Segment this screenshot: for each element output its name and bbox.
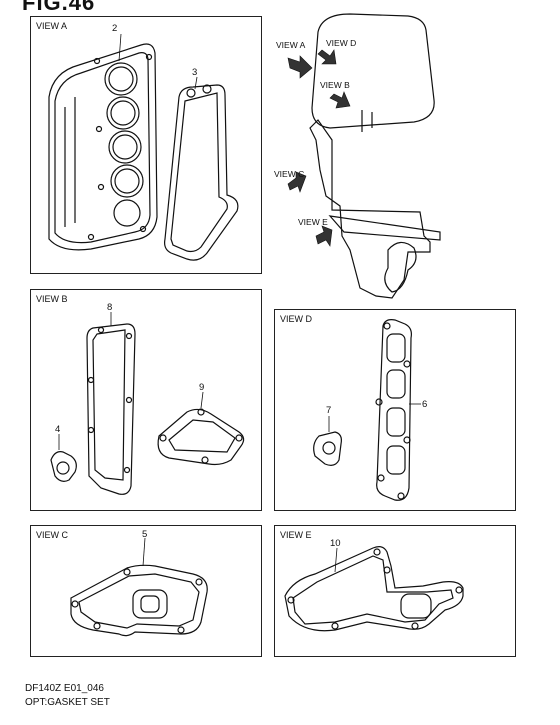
view-e-drawing: 10 [284,538,464,632]
arrow-label-view-a: VIEW A [276,40,306,50]
engine-cowling [311,13,435,129]
view-d-label: VIEW D [280,314,313,324]
view-a-drawing: 2 3 [48,23,239,261]
arrow-view-d [317,49,337,65]
callout-4: 4 [55,424,60,435]
callout-7: 7 [326,405,331,416]
panel-view-b: VIEW B 8 4 9 [30,289,262,511]
arrow-view-e [315,225,333,247]
callout-5: 5 [142,529,147,540]
view-e-label: VIEW E [280,530,312,540]
view-b-drawing: 8 4 9 [50,302,245,495]
callout-6: 6 [422,399,427,410]
callout-9: 9 [199,382,204,393]
callout-10: 10 [330,538,341,549]
view-a-label: VIEW A [36,21,68,31]
figure-title: FIG.46 [22,0,96,15]
arrow-view-c [287,171,307,193]
callout-2: 2 [112,23,117,34]
footer-code: DF140Z E01_046 [25,683,104,694]
footer-title: OPT:GASKET SET [25,697,110,708]
view-d-drawing: 7 6 [313,319,427,501]
arrow-view-a [287,55,313,79]
arrow-label-view-d: VIEW D [326,38,356,48]
arrow-view-b [329,91,351,109]
engine-propeller [384,241,417,293]
view-c-drawing: 5 [70,529,208,637]
arrow-label-view-e: VIEW E [298,217,328,227]
panel-view-d: VIEW D 7 6 [274,309,516,511]
panel-view-c: VIEW C 5 [30,525,262,657]
view-c-label: VIEW C [36,530,69,540]
view-b-label: VIEW B [36,294,68,304]
callout-8: 8 [107,302,112,313]
arrow-label-view-c: VIEW C [274,169,304,179]
engine-midsection [309,119,431,299]
panel-view-a: VIEW A 2 3 [30,16,262,274]
callout-3: 3 [192,67,197,78]
panel-view-e: VIEW E 10 [274,525,516,657]
arrow-label-view-b: VIEW B [320,80,350,90]
